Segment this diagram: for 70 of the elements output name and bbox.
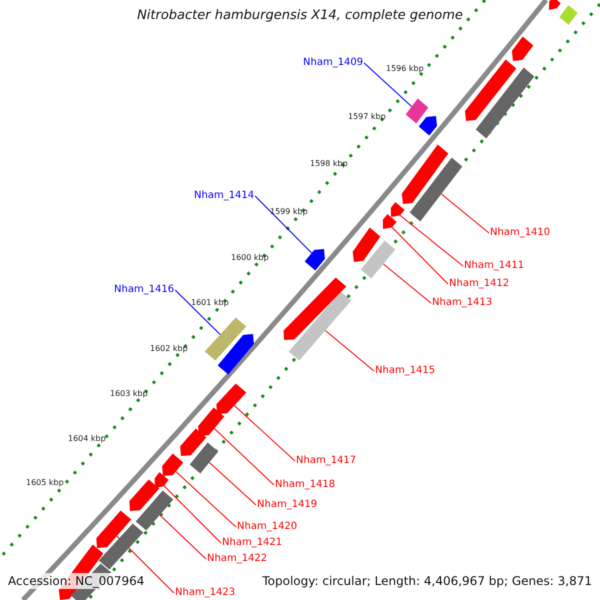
gene-feature	[136, 490, 174, 530]
map-title: Nitrobacter hamburgensis X14, complete genome	[136, 8, 464, 23]
gene-label: Nham_1418	[275, 479, 336, 491]
gene-feature	[180, 428, 206, 456]
gene-feature	[512, 36, 534, 61]
leader-line	[324, 330, 374, 372]
leader-line	[254, 196, 312, 254]
gene-feature	[360, 240, 396, 278]
gene-feature	[284, 278, 346, 340]
tick-label: 1597 kbp	[348, 112, 386, 122]
gene-feature	[190, 442, 218, 474]
gene-feature	[198, 408, 224, 436]
gene-feature	[410, 158, 462, 222]
gene-label: Nham_1413	[432, 297, 492, 309]
leader-line	[174, 290, 221, 335]
gene-label: Nham_1411	[464, 260, 524, 272]
leader-line	[392, 226, 448, 284]
gene-feature	[402, 144, 448, 204]
gene-feature	[216, 384, 246, 414]
gene-label: Nham_1423	[175, 587, 236, 599]
gene-label: Nham_1412	[449, 278, 510, 290]
leader-line	[400, 214, 464, 266]
accession-text: Accession: NC_007964	[6, 573, 146, 589]
gene-feature	[549, 0, 561, 10]
gene-feature	[382, 214, 397, 229]
gene-feature	[98, 524, 144, 570]
gene-feature	[476, 68, 534, 138]
leader-line	[175, 471, 236, 528]
gene-feature	[390, 202, 405, 217]
gene-feature	[154, 472, 169, 488]
tick-label: 1598 kbp	[310, 159, 348, 169]
tick-label: 1601 kbp	[191, 298, 229, 308]
leader-line	[364, 62, 412, 107]
leader-line	[159, 514, 206, 560]
tick-label: 1600 kbp	[231, 253, 269, 263]
leader-line	[440, 194, 490, 234]
gene-feature	[559, 5, 578, 25]
leader-line	[164, 485, 222, 544]
gene-label: Nham_1416	[114, 284, 174, 296]
gene-label: Nham_1415	[375, 365, 436, 377]
leader-line	[234, 405, 296, 462]
gene-label: Nham_1422	[207, 553, 268, 565]
tick-label: 1599 kbp	[270, 207, 308, 217]
gene-feature	[96, 510, 132, 548]
gene-feature	[129, 480, 160, 511]
leader-line	[208, 462, 256, 506]
tick-label: 1604 kbp	[68, 434, 106, 444]
tick-label: 1603 kbp	[110, 389, 148, 399]
gene-feature	[418, 116, 437, 136]
gene-feature	[288, 292, 352, 360]
gene-label: Nham_1419	[257, 499, 318, 511]
gene-label: Nham_1417	[296, 455, 356, 467]
genome-info-text: Topology: circular; Length: 4,406,967 bp; Genes: 3,871	[260, 573, 594, 589]
tick-label: 1602 kbp	[150, 344, 188, 354]
leader-line	[382, 264, 432, 304]
gene-feature	[218, 334, 254, 374]
tick-label: 1605 kbp	[26, 478, 64, 488]
gene-feature	[465, 60, 516, 121]
gene-label: Nham_1420	[237, 521, 298, 533]
gene-label: Nham_1414	[194, 190, 254, 202]
gene-feature	[352, 228, 380, 262]
gene-label: Nham_1410	[490, 227, 550, 239]
gene-feature	[304, 249, 325, 270]
gene-feature	[204, 318, 246, 360]
tick-label: 1596 kbp	[386, 64, 424, 74]
gene-label: Nham_1421	[222, 537, 282, 549]
gene-feature	[162, 454, 184, 476]
gene-feature	[406, 98, 428, 124]
leader-line	[214, 428, 274, 486]
gene-label: Nham_1409	[303, 57, 364, 69]
